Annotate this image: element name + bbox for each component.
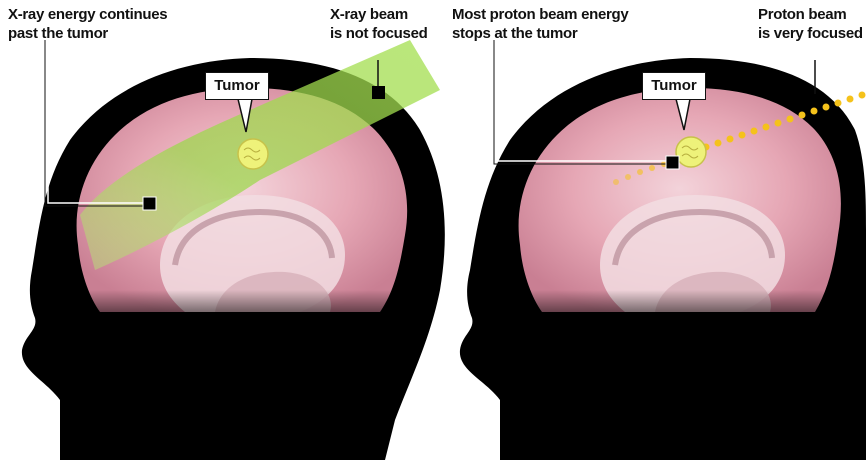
fade-right	[500, 290, 866, 335]
left-panel	[22, 40, 445, 460]
proton-energy-label-line2: stops at the tumor	[452, 24, 628, 43]
proton-energy-label-line1: Most proton beam energy	[452, 5, 628, 24]
xray-energy-label: X-ray energy continues past the tumor	[8, 5, 167, 43]
xray-energy-marker	[143, 197, 156, 210]
proton-beam-marker	[809, 94, 822, 107]
xray-energy-label-line1: X-ray energy continues	[8, 5, 167, 24]
tumor-left	[238, 139, 268, 169]
proton-beam-label-line1: Proton beam	[758, 5, 863, 24]
tumor-right	[676, 137, 706, 167]
tumor-label-right: Tumor	[642, 72, 706, 100]
tumor-label-left: Tumor	[205, 72, 269, 100]
xray-beam-marker	[372, 86, 385, 99]
proton-energy-label: Most proton beam energy stops at the tum…	[452, 5, 628, 43]
xray-beam-label: X-ray beam is not focused	[330, 5, 427, 43]
proton-energy-marker	[666, 156, 679, 169]
xray-beam-label-line2: is not focused	[330, 24, 427, 43]
proton-beam-label-line2: is very focused	[758, 24, 863, 43]
xray-energy-label-line2: past the tumor	[8, 24, 167, 43]
right-panel	[460, 40, 866, 460]
fade-left	[60, 290, 420, 335]
proton-beam-label: Proton beam is very focused	[758, 5, 863, 43]
xray-beam-label-line1: X-ray beam	[330, 5, 427, 24]
